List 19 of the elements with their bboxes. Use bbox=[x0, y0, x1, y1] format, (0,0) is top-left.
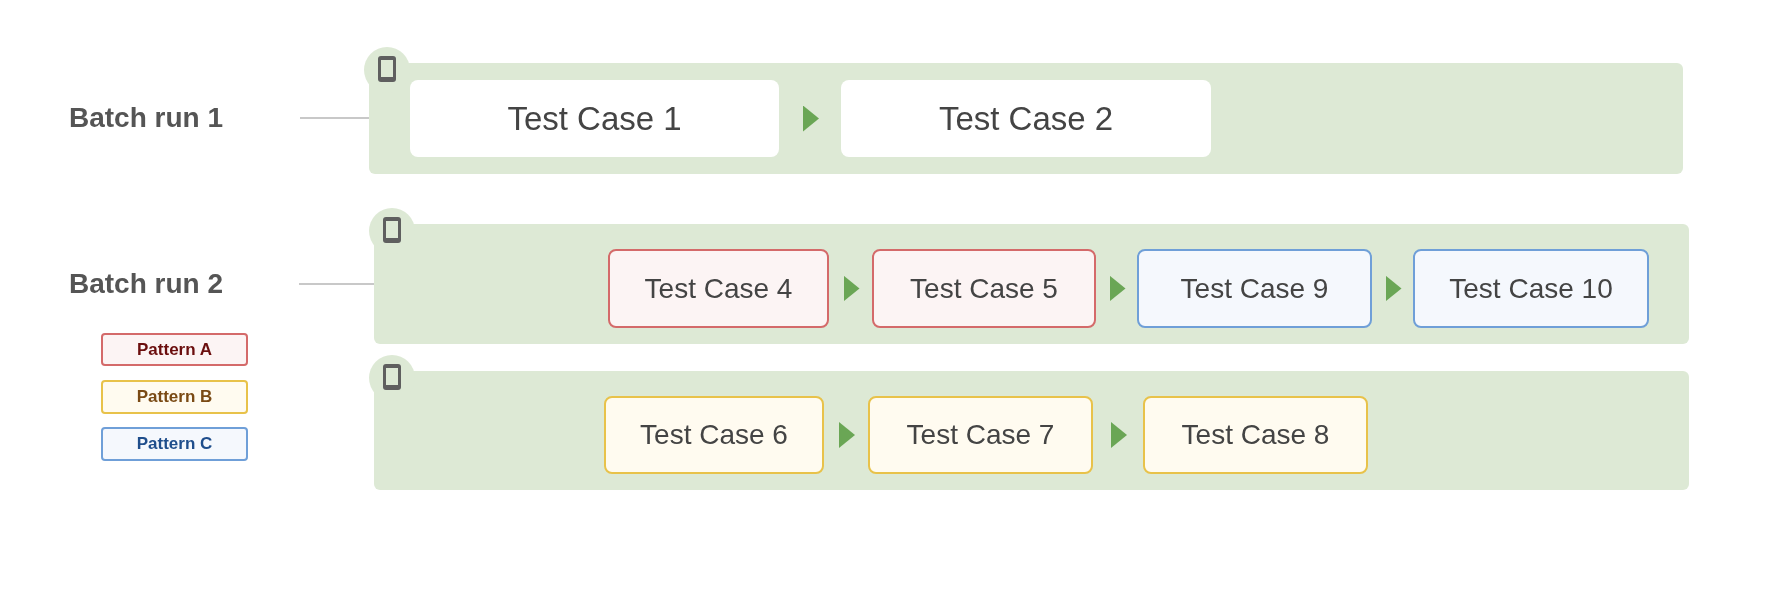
test-case-box: Test Case 8 bbox=[1143, 396, 1368, 474]
batch-label: Batch run 1 bbox=[69, 101, 224, 135]
test-case-box: Test Case 1 bbox=[410, 80, 779, 157]
test-case-box: Test Case 7 bbox=[868, 396, 1093, 474]
test-case-box: Test Case 9 bbox=[1137, 249, 1372, 328]
connector-line bbox=[299, 117, 370, 119]
test-case-box: Test Case 2 bbox=[841, 80, 1211, 157]
test-case-box: Test Case 5 bbox=[872, 249, 1096, 328]
lane-band bbox=[374, 224, 1689, 344]
batch-label: Batch run 2 bbox=[69, 267, 224, 301]
legend-swatch: Pattern B bbox=[101, 380, 248, 414]
lane-band bbox=[374, 371, 1689, 490]
legend-swatch: Pattern C bbox=[101, 427, 248, 461]
test-case-box: Test Case 10 bbox=[1413, 249, 1649, 328]
connector-line bbox=[298, 283, 375, 285]
test-case-box: Test Case 6 bbox=[604, 396, 824, 474]
test-case-box: Test Case 4 bbox=[608, 249, 829, 328]
lane-band bbox=[369, 63, 1683, 174]
legend-swatch: Pattern A bbox=[101, 333, 248, 366]
